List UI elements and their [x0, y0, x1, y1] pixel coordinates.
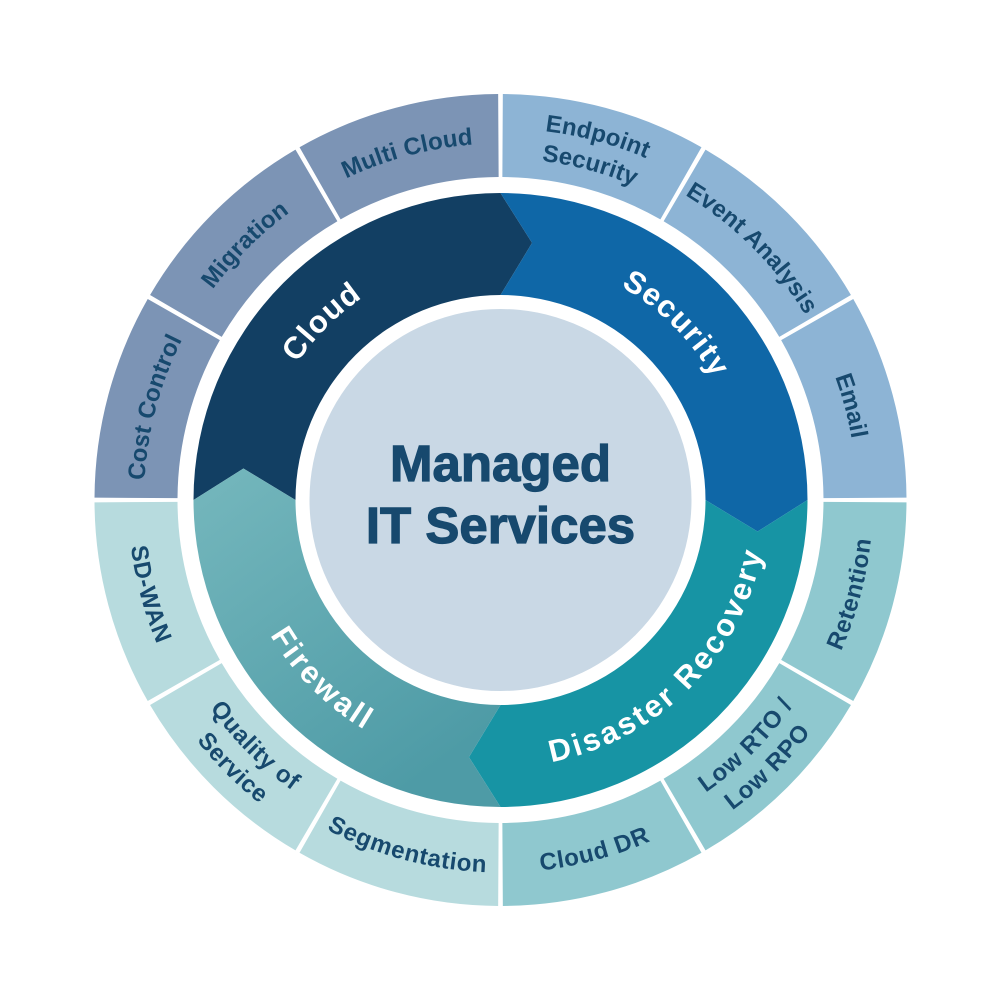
outer-segment-segmentation	[299, 780, 499, 906]
outer-segment-multi-cloud	[299, 94, 499, 220]
center-circle	[309, 309, 692, 691]
outer-segment-low-rto-low-rpo	[663, 663, 851, 851]
inner-ring	[193, 193, 808, 807]
outer-segment-endpoint-security	[502, 94, 702, 220]
inner-segment-firewall	[193, 468, 501, 807]
center-title-line1: Managed	[390, 435, 611, 492]
outer-segment-sd-wan	[94, 501, 220, 701]
outer-segment-event-analysis	[663, 149, 851, 337]
center-title-line2: IT Services	[366, 497, 635, 554]
outer-segment-email	[781, 299, 907, 499]
outer-segment-cost-control	[94, 299, 220, 499]
inner-segment-security	[500, 193, 808, 532]
inner-segment-cloud	[193, 193, 533, 500]
outer-segment-quality-of-service	[150, 663, 338, 851]
outer-segment-migration	[150, 149, 338, 337]
outer-segment-retention	[781, 501, 907, 701]
outer-ring	[94, 94, 907, 906]
inner-segment-disaster-recovery	[468, 500, 808, 807]
outer-segment-cloud-dr	[502, 780, 702, 906]
